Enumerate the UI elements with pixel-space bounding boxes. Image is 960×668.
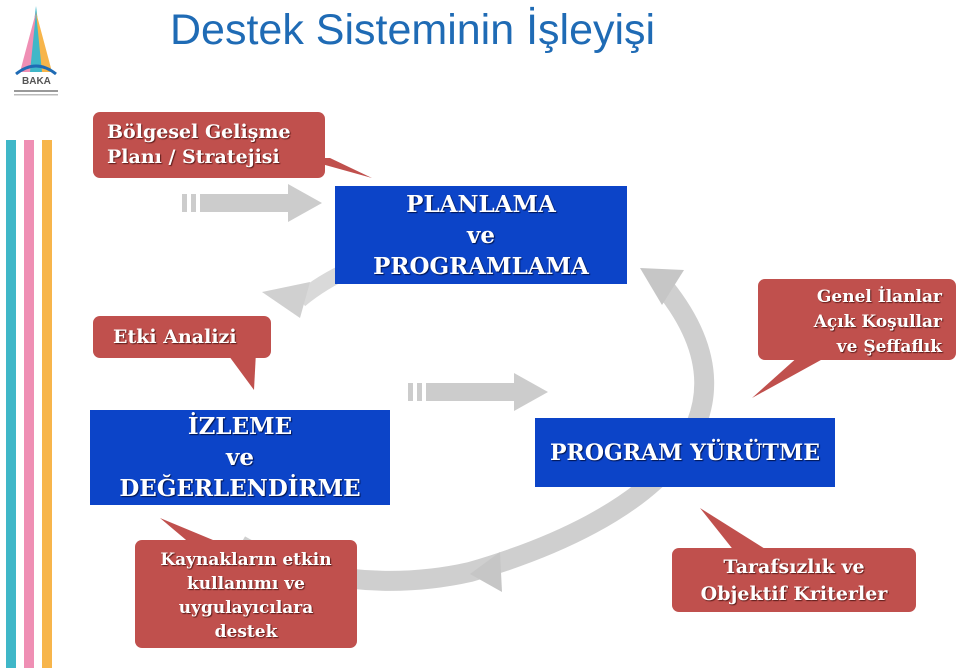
stripe-orange xyxy=(42,140,52,668)
logo-text: BAKA xyxy=(22,76,51,87)
page-title: Destek Sisteminin İşleyişi xyxy=(170,6,656,54)
loop-chevron-right xyxy=(640,268,684,305)
stage-planning-line: ve xyxy=(467,221,495,249)
callout-line: Genel İlanlar xyxy=(816,287,942,307)
callout-line: ve Şeffaflık xyxy=(836,337,942,357)
loop-chevron-bottom xyxy=(470,552,502,592)
pointer-announcements xyxy=(752,355,830,398)
callout-line: kullanımı ve xyxy=(187,574,305,594)
stage-execution: PROGRAM YÜRÜTME xyxy=(535,418,835,487)
callout-resource-use: Kaynakların etkin kullanımı ve uygulayıc… xyxy=(135,540,357,648)
callout-impact-analysis: Etki Analizi xyxy=(93,316,271,358)
loop-chevron-left xyxy=(262,282,310,318)
logo-icon xyxy=(14,6,58,96)
arrow-stub-1 xyxy=(182,194,187,212)
stripe-pink xyxy=(24,140,34,668)
callout-announcements: Genel İlanlar Açık Koşullar ve Şeffaflık xyxy=(758,279,956,360)
arrow-stub-2 xyxy=(191,194,196,212)
callout-line: Tarafsızlık ve xyxy=(723,556,865,578)
stripe-teal xyxy=(6,140,16,668)
arrow-head-1 xyxy=(288,184,322,222)
stage-monitoring: İZLEME ve DEĞERLENDİRME xyxy=(90,410,390,505)
arrow-body-2 xyxy=(426,383,514,401)
callout-line: Etki Analizi xyxy=(113,326,237,348)
callout-line: Kaynakların etkin xyxy=(160,550,332,570)
stage-execution-line: PROGRAM YÜRÜTME xyxy=(550,439,820,466)
callout-line: Planı / Stratejisi xyxy=(107,146,280,168)
callout-line: destek xyxy=(214,622,278,642)
callout-regional-plan: Bölgesel Gelişme Planı / Stratejisi xyxy=(93,112,325,178)
stage-monitoring-line: DEĞERLENDİRME xyxy=(119,475,361,502)
arrow-stub-3 xyxy=(408,383,413,401)
pointer-impact-analysis xyxy=(226,352,256,390)
callout-line: Açık Koşullar xyxy=(813,312,942,332)
callout-line: Bölgesel Gelişme xyxy=(107,121,291,143)
callout-objectivity: Tarafsızlık ve Objektif Kriterler xyxy=(672,548,916,612)
arrow-head-2 xyxy=(514,373,548,411)
stage-planning-line: PLANLAMA xyxy=(406,190,556,218)
stage-monitoring-line: ve xyxy=(226,444,254,471)
stage-planning: PLANLAMA ve PROGRAMLAMA xyxy=(335,186,627,284)
arrow-body-1 xyxy=(200,194,288,212)
logo: BAKA xyxy=(8,2,64,98)
arrow-stub-4 xyxy=(417,383,422,401)
pointer-resource-use xyxy=(160,518,225,545)
callout-line: Objektif Kriterler xyxy=(700,583,888,605)
callout-line: uygulayıcılara xyxy=(178,598,314,618)
stage-planning-line: PROGRAMLAMA xyxy=(373,252,589,280)
stage-monitoring-line: İZLEME xyxy=(187,413,293,440)
pointer-objectivity xyxy=(700,508,770,552)
